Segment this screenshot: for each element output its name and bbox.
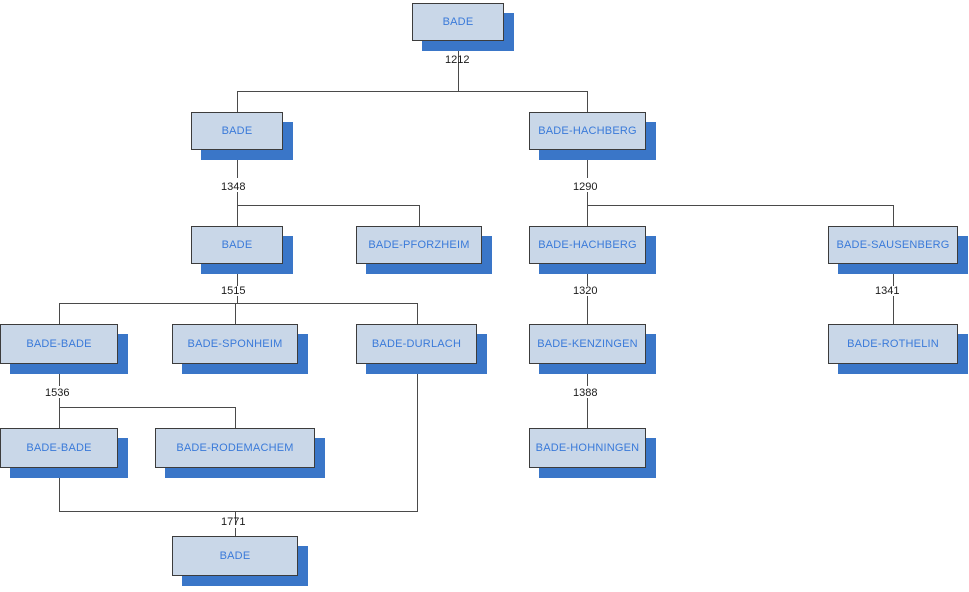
node-label: BADE-PFORZHEIM: [368, 239, 470, 251]
tree-node[interactable]: BADE-HACHBERG: [529, 112, 656, 160]
connector-line: [237, 91, 238, 112]
node-body[interactable]: BADE-DURLACH: [356, 324, 477, 364]
tree-node[interactable]: BADE-PFORZHEIM: [356, 226, 492, 274]
edge-year-label: 1388: [573, 387, 598, 399]
connector-line: [235, 407, 236, 428]
connector-line: [235, 303, 236, 324]
edge-year-label: 1348: [221, 181, 246, 193]
connector-line: [587, 205, 893, 206]
edge-year-label: 1320: [573, 285, 598, 297]
tree-node[interactable]: BADE-BADE: [0, 324, 128, 374]
node-body[interactable]: BADE-ROTHELIN: [828, 324, 958, 364]
tree-node[interactable]: BADE-HACHBERG: [529, 226, 656, 274]
connector-line: [237, 192, 238, 205]
connector-line: [587, 296, 588, 324]
tree-node[interactable]: BADE-HOHNINGEN: [529, 428, 656, 478]
node-body[interactable]: BADE: [191, 112, 283, 150]
node-body[interactable]: BADE: [191, 226, 283, 264]
connector-line: [59, 407, 60, 428]
node-label: BADE-DURLACH: [371, 338, 462, 350]
connector-line: [893, 296, 894, 324]
node-label: BADE: [221, 239, 253, 251]
tree-node[interactable]: BADE-SAUSENBERG: [828, 226, 968, 274]
connector-line: [59, 303, 60, 324]
edge-year-label: 1771: [221, 516, 246, 528]
connector-line: [237, 205, 419, 206]
edge-year-label: 1290: [573, 181, 598, 193]
tree-node[interactable]: BADE-BADE: [0, 428, 128, 478]
tree-node[interactable]: BADE-RODEMACHEM: [155, 428, 325, 478]
node-label: BADE: [442, 16, 474, 28]
node-label: BADE-SPONHEIM: [187, 338, 283, 350]
node-label: BADE-BADE: [26, 442, 92, 454]
connector-line: [237, 150, 238, 178]
node-body[interactable]: BADE-HACHBERG: [529, 226, 646, 264]
connector-line: [893, 205, 894, 226]
tree-node[interactable]: BADE: [191, 226, 293, 274]
connector-line: [59, 407, 236, 408]
node-label: BADE-RODEMACHEM: [176, 442, 294, 454]
node-label: BADE-SAUSENBERG: [836, 239, 950, 251]
node-body[interactable]: BADE: [412, 3, 504, 41]
node-label: BADE-ROTHELIN: [847, 338, 939, 350]
edge-year-label: 1341: [875, 285, 900, 297]
connector-line: [59, 364, 60, 386]
tree-node[interactable]: BADE-SPONHEIM: [172, 324, 308, 374]
connector-line: [59, 398, 60, 407]
node-label: BADE: [219, 550, 251, 562]
node-body[interactable]: BADE-KENZINGEN: [529, 324, 646, 364]
node-label: BADE-HACHBERG: [538, 239, 637, 251]
node-body[interactable]: BADE-HACHBERG: [529, 112, 646, 150]
tree-node[interactable]: BADE-ROTHELIN: [828, 324, 968, 374]
node-body[interactable]: BADE-PFORZHEIM: [356, 226, 482, 264]
node-body[interactable]: BADE-BADE: [0, 324, 118, 364]
connector-line: [587, 264, 588, 286]
connector-line: [59, 511, 418, 512]
connector-line: [587, 192, 588, 205]
connector-line: [458, 41, 459, 72]
connector-line: [417, 303, 418, 324]
node-body[interactable]: BADE-SPONHEIM: [172, 324, 298, 364]
node-body[interactable]: BADE-HOHNINGEN: [529, 428, 646, 468]
tree-node[interactable]: BADE: [172, 536, 308, 586]
node-label: BADE-HACHBERG: [538, 125, 637, 137]
node-body[interactable]: BADE-SAUSENBERG: [828, 226, 958, 264]
connector-line: [417, 364, 418, 511]
tree-node[interactable]: BADE-KENZINGEN: [529, 324, 656, 374]
tree-node[interactable]: BADE-DURLACH: [356, 324, 487, 374]
connector-line: [59, 303, 417, 304]
connector-line: [419, 205, 420, 226]
node-label: BADE-KENZINGEN: [537, 338, 638, 350]
connector-line: [237, 296, 238, 303]
node-body[interactable]: BADE-RODEMACHEM: [155, 428, 315, 468]
tree-node[interactable]: BADE: [412, 3, 514, 51]
node-body[interactable]: BADE: [172, 536, 298, 576]
connector-line: [237, 91, 588, 92]
edge-year-label: 1515: [221, 285, 246, 297]
connector-line: [587, 91, 588, 112]
node-body[interactable]: BADE-BADE: [0, 428, 118, 468]
connector-line: [587, 398, 588, 428]
connector-line: [235, 511, 236, 525]
connector-line: [458, 65, 459, 92]
connector-line: [587, 150, 588, 178]
tree-node[interactable]: BADE: [191, 112, 293, 160]
connector-line: [237, 264, 238, 286]
node-label: BADE-BADE: [26, 338, 92, 350]
connector-line: [59, 468, 60, 511]
connector-line: [893, 264, 894, 286]
node-label: BADE: [221, 125, 253, 137]
node-label: BADE-HOHNINGEN: [535, 442, 640, 454]
connector-line: [587, 205, 588, 226]
connector-line: [587, 364, 588, 386]
connector-line: [237, 205, 238, 226]
edge-year-label: 1212: [445, 54, 470, 66]
connector-line: [235, 528, 236, 536]
edge-year-label: 1536: [45, 387, 70, 399]
